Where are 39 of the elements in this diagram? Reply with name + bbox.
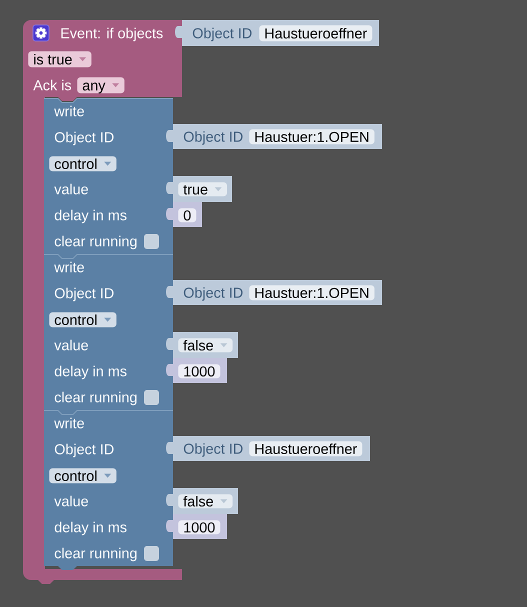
block-label: Object ID: [54, 444, 114, 458]
number-field: 0: [178, 208, 196, 222]
dropdown: is true: [28, 51, 92, 68]
block-label: value: [54, 496, 88, 506]
block-label: Object ID: [54, 132, 114, 146]
id-field: Haustueroeffner: [249, 441, 362, 456]
id-field: Haustuer:1.OPEN: [249, 285, 374, 300]
dropdown: any: [77, 77, 124, 94]
block-label: delay in ms: [54, 522, 126, 536]
block-label: Event: if objects: [61, 28, 163, 42]
block-label: delay in ms: [54, 210, 126, 224]
dropdown: false: [178, 494, 233, 508]
block-label: Object ID: [192, 28, 252, 42]
block-label: Object ID: [184, 443, 243, 457]
block-label: clear running: [54, 236, 136, 250]
dropdown: control: [49, 468, 116, 484]
number-field: 1000: [178, 520, 220, 534]
block-label: clear running: [54, 392, 136, 406]
block-label: Object ID: [184, 131, 243, 145]
dropdown: control: [49, 156, 116, 172]
dropdown: control: [49, 312, 116, 328]
block-label: write: [54, 262, 84, 272]
number-field: 1000: [178, 364, 220, 378]
write-block: [44, 410, 174, 570]
block-label: Ack is: [33, 80, 72, 90]
block-label: value: [54, 184, 88, 194]
block-label: clear running: [54, 548, 136, 562]
block-label: write: [54, 106, 84, 116]
block-label: Object ID: [54, 288, 114, 302]
id-field: Haustueroeffner: [259, 25, 372, 42]
write-block: [44, 254, 174, 414]
block-label: write: [54, 418, 84, 428]
block-label: delay in ms: [54, 366, 126, 380]
block-label: value: [54, 340, 88, 350]
dropdown: true: [178, 182, 228, 196]
block-label: Object ID: [184, 287, 243, 301]
write-block: [44, 98, 174, 258]
dropdown: false: [178, 338, 233, 352]
id-field: Haustuer:1.OPEN: [249, 129, 374, 144]
